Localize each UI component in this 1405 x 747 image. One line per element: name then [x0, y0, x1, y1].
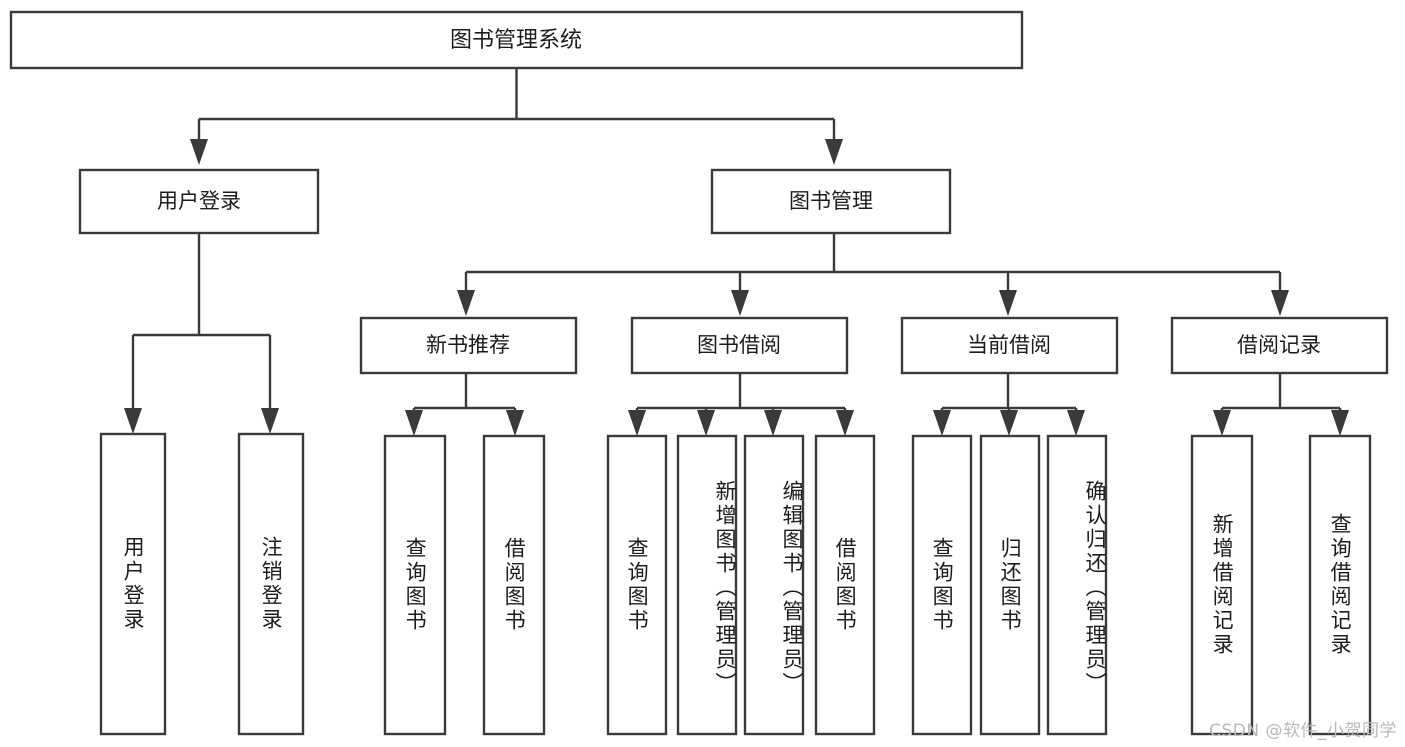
connector-group-current-borrow-to-leaves	[933, 373, 1085, 436]
arrow-leaf-query-record	[1331, 410, 1349, 436]
arrow-book-manage	[825, 139, 843, 165]
node-borrow-record-box[interactable]	[1170, 316, 1389, 375]
leaf-box-add-record[interactable]	[1190, 434, 1254, 736]
node-borrow-record[interactable]: 借阅记录	[1170, 316, 1389, 375]
arrow-leaf-user-login	[124, 408, 142, 434]
arrow-leaf-query-book-2	[628, 410, 646, 436]
node-new-book-recommend-box[interactable]	[359, 316, 578, 375]
leaf-box-return-book[interactable]	[979, 434, 1041, 736]
leaf-box-query-book-2[interactable]	[606, 434, 668, 736]
arrow-leaf-query-book-3	[933, 410, 951, 436]
node-root-label: 图书管理系统	[450, 28, 582, 53]
connector-group-root-to-level2	[190, 68, 843, 165]
node-user-login-box[interactable]	[78, 168, 320, 235]
csdn-watermark: CSDN @软件_小贺同学	[1209, 721, 1397, 741]
node-book-borrow[interactable]: 图书借阅	[630, 316, 849, 375]
leaf-box-query-record[interactable]	[1308, 434, 1372, 736]
leaf-box-group	[99, 432, 1372, 736]
arrow-new-book-recommend	[457, 290, 475, 316]
arrow-user-login	[190, 139, 208, 165]
node-current-borrow-label: 当前借阅	[967, 333, 1051, 357]
leaf-box-user-login[interactable]	[99, 432, 167, 736]
node-current-borrow-box[interactable]	[900, 316, 1119, 375]
leaf-box-query-book-1[interactable]	[383, 434, 447, 736]
leaf-box-query-book-3[interactable]	[911, 434, 973, 736]
node-book-borrow-label: 图书借阅	[697, 333, 781, 357]
node-user-login-label: 用户登录	[157, 189, 241, 213]
leaf-box-borrow-book-1[interactable]	[482, 434, 546, 736]
arrow-borrow-record	[1271, 290, 1289, 316]
node-book-manage[interactable]: 图书管理	[710, 168, 952, 235]
arrow-leaf-return-book	[1000, 410, 1018, 436]
arrow-leaf-confirm-return	[1067, 410, 1085, 436]
node-root-box[interactable]	[9, 10, 1024, 70]
connector-group-book-borrow-to-leaves	[628, 373, 854, 436]
node-book-manage-box[interactable]	[710, 168, 952, 235]
arrow-leaf-borrow-book-2	[836, 410, 854, 436]
arrow-leaf-borrow-book-1	[506, 410, 524, 436]
arrow-leaf-edit-book	[764, 410, 782, 436]
node-current-borrow[interactable]: 当前借阅	[900, 316, 1119, 375]
arrow-leaf-logout	[261, 408, 279, 434]
leaf-box-edit-book[interactable]	[743, 434, 805, 736]
arrow-leaf-query-book-1	[405, 410, 423, 436]
leaf-box-add-book[interactable]	[676, 434, 738, 736]
leaf-box-borrow-book-2[interactable]	[814, 434, 876, 736]
arrow-leaf-add-record	[1213, 410, 1231, 436]
node-user-login[interactable]: 用户登录	[78, 168, 320, 235]
node-new-book-recommend-label: 新书推荐	[426, 333, 510, 357]
connector-group-new-book-to-leaves	[405, 373, 524, 436]
leaf-box-logout[interactable]	[237, 432, 305, 736]
arrow-current-borrow	[999, 290, 1017, 316]
node-book-manage-label: 图书管理	[789, 189, 873, 213]
connector-group-borrow-record-to-leaves	[1213, 373, 1349, 436]
arrow-book-borrow	[731, 290, 749, 316]
connector-group-user-login-to-leaves	[124, 233, 279, 434]
node-book-borrow-box[interactable]	[630, 316, 849, 375]
connector-group-book-manage-to-level3	[457, 233, 1289, 316]
arrow-leaf-add-book	[697, 410, 715, 436]
node-new-book-recommend[interactable]: 新书推荐	[359, 316, 578, 375]
leaf-box-confirm-return[interactable]	[1046, 434, 1108, 736]
node-root[interactable]: 图书管理系统	[9, 10, 1024, 70]
node-borrow-record-label: 借阅记录	[1237, 333, 1321, 357]
